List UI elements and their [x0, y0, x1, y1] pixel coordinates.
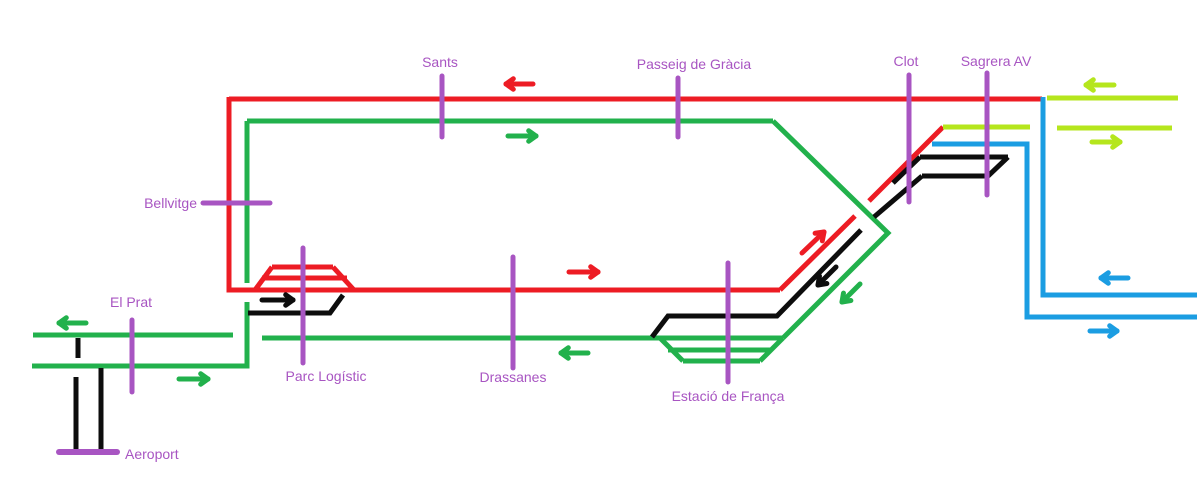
green-v-diagonal-line — [771, 119, 892, 340]
blue-arrow-west-barb-1 — [1098, 275, 1111, 286]
station-label-drassanes: Drassanes — [480, 369, 547, 385]
black-parc-branch-line — [248, 293, 346, 316]
black-arrow-east-parc-barb-1 — [283, 292, 296, 303]
red-arrow-northeast — [799, 229, 827, 256]
blue-outer-l-line — [932, 141, 1197, 320]
green-arrow-southwest-barb-1 — [839, 298, 854, 305]
blue-arrow-east — [1087, 323, 1120, 339]
station-label-sants: Sants — [422, 54, 458, 70]
chartreuse-arrow-west-barb-1 — [1083, 82, 1096, 93]
red-arrow-northeast-barb-1 — [812, 229, 827, 236]
black-arrow-east-parc — [259, 292, 296, 308]
green-arrow-east — [505, 128, 539, 144]
station-label-el-prat: El Prat — [110, 294, 152, 310]
blue-arrow-east-barb-1 — [1107, 323, 1120, 334]
red-diagonal-lower-line — [778, 214, 857, 292]
green-arrow-east-elprat-barb-1 — [198, 371, 211, 382]
black-diagonal-upper-line — [872, 174, 924, 219]
station-label-bellvitge: Bellvitge — [144, 195, 197, 211]
green-arrow-west-elprat-barb-1 — [56, 320, 69, 331]
red-arrow-northeast-shaft — [799, 229, 827, 256]
green-left-vertical-lower-line — [32, 302, 250, 369]
green-arrow-west-elprat — [56, 315, 89, 331]
station-label-parc-logistic: Parc Logístic — [286, 368, 367, 384]
green-arrow-east-elprat — [176, 371, 211, 387]
green-arrow-southwest — [839, 281, 863, 305]
station-label-estacio-de-franca: Estació de França — [672, 388, 785, 404]
station-label-passeig-de-gracia: Passeig de Gràcia — [637, 56, 752, 72]
black-franca-diagonal-line — [650, 228, 863, 339]
chartreuse-arrow-east-barb-1 — [1110, 134, 1123, 145]
red-arrow-west-barb-1 — [503, 81, 516, 92]
red-arrow-west — [503, 76, 536, 92]
red-arrow-east-barb-1 — [588, 264, 601, 275]
blue-arrow-west — [1098, 270, 1131, 286]
red-diagonal-upper-line — [867, 125, 945, 203]
blue-inner-l-line — [1040, 97, 1197, 298]
chartreuse-arrow-east — [1089, 134, 1123, 150]
green-arrow-west-drassanes-barb-1 — [558, 350, 571, 361]
black-arrow-southwest-barb-1 — [815, 281, 830, 288]
red-arrow-east — [566, 264, 601, 280]
station-label-sagrera-av: Sagrera AV — [961, 53, 1032, 69]
black-arrow-southwest — [815, 264, 839, 288]
red-left-and-bottom-line — [226, 97, 780, 293]
chartreuse-arrow-west — [1083, 77, 1117, 93]
station-label-clot: Clot — [894, 53, 919, 69]
green-arrow-east-barb-1 — [526, 128, 539, 139]
green-arrow-west-drassanes — [558, 345, 591, 361]
black-loop-right-slant-line — [986, 155, 1010, 178]
station-label-aeroport: Aeroport — [125, 446, 179, 462]
